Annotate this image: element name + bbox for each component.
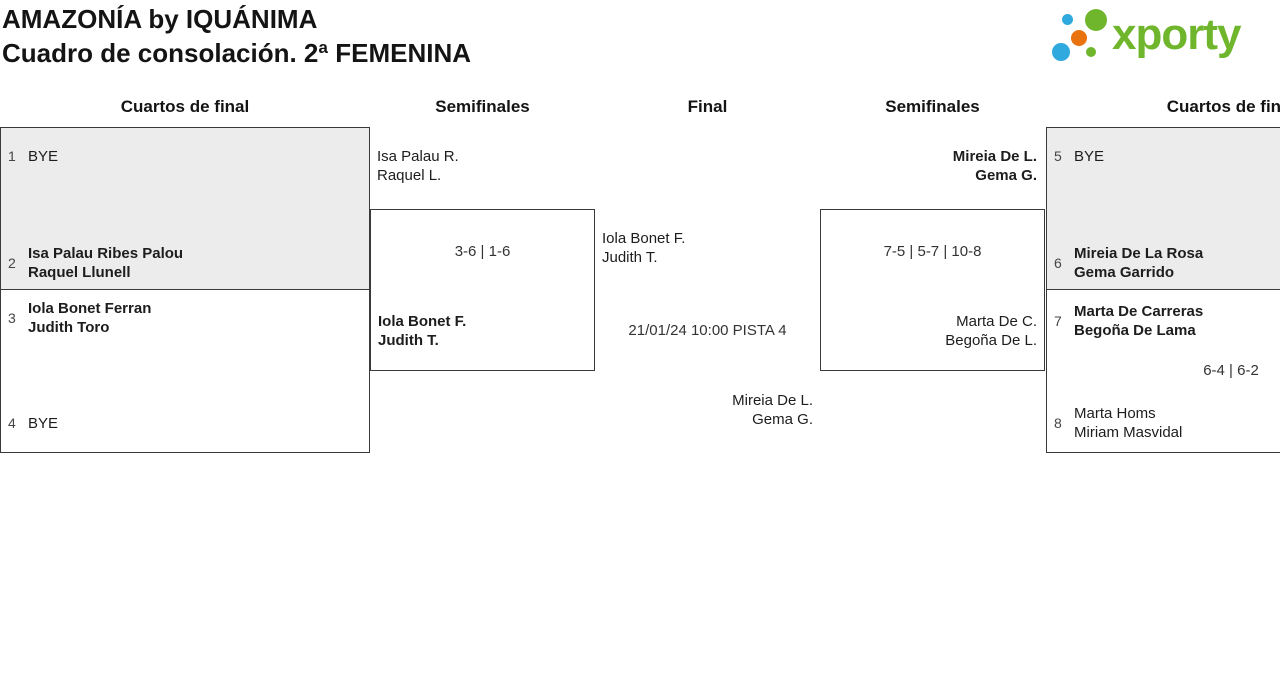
player-name: Mireia De L. (952, 148, 1037, 165)
seed-number: 2 (8, 254, 16, 271)
match-box-qf4: 7 Marta De Carreras Begoña De Lama 6-4 |… (1046, 289, 1280, 453)
match-box-qf2: 3 Iola Bonet Ferran Judith Toro 4 BYE (0, 289, 370, 453)
logo-dot-icon (1086, 47, 1096, 57)
team-name: Marta De C. Begoña De L. (945, 312, 1037, 350)
round-header-semifinals-left: Semifinales (435, 97, 530, 116)
team-name: Isa Palau R. Raquel L. (377, 147, 459, 185)
player-name: Marta De Carreras (1074, 303, 1204, 320)
team-name: Marta Homs Miriam Masvidal (1074, 404, 1182, 442)
player-name: Iola Bonet Ferran (28, 300, 152, 317)
match-box-qf3: 5 BYE 6 Mireia De La Rosa Gema Garrido (1046, 127, 1280, 290)
seed-number: 6 (1054, 254, 1062, 271)
team-name: Mireia De L. Gema G. (817, 147, 1037, 185)
xporty-logo-text: xporty (1112, 10, 1241, 59)
team-name: Marta De Carreras Begoña De Lama (1074, 302, 1203, 340)
player-name: Marta Homs (1074, 405, 1156, 422)
match-slot: 6 Mireia De La Rosa Gema Garrido (1054, 244, 1203, 282)
player-name: Iola Bonet F. (378, 313, 467, 330)
match-slot: 8 Marta Homs Miriam Masvidal (1054, 404, 1182, 442)
seed-number: 3 (8, 309, 16, 326)
player-name: Begoña De L. (945, 332, 1037, 349)
player-name: Gema Garrido (1074, 264, 1175, 281)
round-header-final: Final (687, 97, 728, 116)
player-name: Judith T. (378, 332, 439, 349)
match-score: 7-5 | 5-7 | 10-8 (883, 243, 982, 260)
player-name: Marta De C. (956, 313, 1037, 330)
round-header-quarterfinals-right: Cuartos de final (1166, 97, 1280, 116)
match-slot: 3 Iola Bonet Ferran Judith Toro (8, 299, 151, 337)
seed-number: 4 (8, 415, 16, 431)
match-slot: 4 BYE (8, 414, 58, 433)
player-name: Isa Palau Ribes Palou (28, 245, 184, 262)
match-slot: 7 Marta De Carreras Begoña De Lama (1054, 302, 1203, 340)
team-name: Mireia De La Rosa Gema Garrido (1074, 244, 1203, 282)
player-name: Raquel Llunell (28, 264, 131, 281)
seed-number: 5 (1054, 148, 1062, 164)
tournament-name: AMAZONÍA by IQUÁNIMA (2, 4, 318, 34)
match-slot: 5 BYE (1054, 147, 1104, 166)
seed-number: 7 (1054, 312, 1062, 329)
player-name: Begoña De Lama (1074, 322, 1196, 339)
player-name: Raquel L. (377, 167, 442, 184)
player-name: Iola Bonet F. (602, 230, 686, 247)
logo-dot-icon (1085, 9, 1107, 31)
seed-number: 1 (8, 148, 16, 164)
team-name: Isa Palau Ribes Palou Raquel Llunell (28, 244, 183, 282)
match-box-sf2: 7-5 | 5-7 | 10-8 Marta De C. Begoña De L… (820, 209, 1045, 371)
team-name: Iola Bonet F. Judith T. (602, 229, 685, 267)
player-name: BYE (28, 415, 59, 432)
player-name: BYE (28, 148, 59, 165)
match-box-qf1: 1 BYE 2 Isa Palau Ribes Palou Raquel Llu… (0, 127, 370, 290)
match-score: 6-4 | 6-2 (1203, 362, 1259, 379)
player-name: Isa Palau R. (377, 148, 459, 165)
page-title: AMAZONÍA by IQUÁNIMA Cuadro de consolaci… (2, 2, 471, 70)
player-name: BYE (1074, 148, 1105, 165)
team-name: Mireia De L. Gema G. (595, 391, 813, 429)
logo-dot-icon (1071, 30, 1087, 46)
team-name: BYE (28, 414, 58, 433)
final-match-schedule: 21/01/24 10:00 PISTA 4 (628, 322, 787, 339)
player-name: Gema G. (752, 411, 813, 428)
player-name: Mireia De L. (732, 392, 813, 409)
logo-dot-icon (1062, 14, 1073, 25)
player-name: Mireia De La Rosa (1074, 245, 1204, 262)
team-name: BYE (1074, 147, 1104, 166)
match-slot: 2 Isa Palau Ribes Palou Raquel Llunell (8, 244, 183, 282)
team-name: Iola Bonet Ferran Judith Toro (28, 299, 151, 337)
player-name: Gema G. (975, 167, 1037, 184)
draw-name: Cuadro de consolación. 2ª FEMENINA (2, 38, 472, 68)
team-name: Iola Bonet F. Judith T. (378, 312, 466, 350)
seed-number: 8 (1054, 414, 1062, 431)
player-name: Judith Toro (28, 319, 110, 336)
match-score: 3-6 | 1-6 (454, 243, 511, 260)
round-header-quarterfinals-left: Cuartos de final (120, 97, 250, 116)
match-slot: 1 BYE (8, 147, 58, 166)
player-name: Miriam Masvidal (1074, 424, 1183, 441)
player-name: Judith T. (602, 249, 658, 266)
round-header-semifinals-right: Semifinales (885, 97, 980, 116)
logo-dot-icon (1052, 43, 1070, 61)
team-name: BYE (28, 147, 58, 166)
match-box-sf1: 3-6 | 1-6 Iola Bonet F. Judith T. (370, 209, 595, 371)
